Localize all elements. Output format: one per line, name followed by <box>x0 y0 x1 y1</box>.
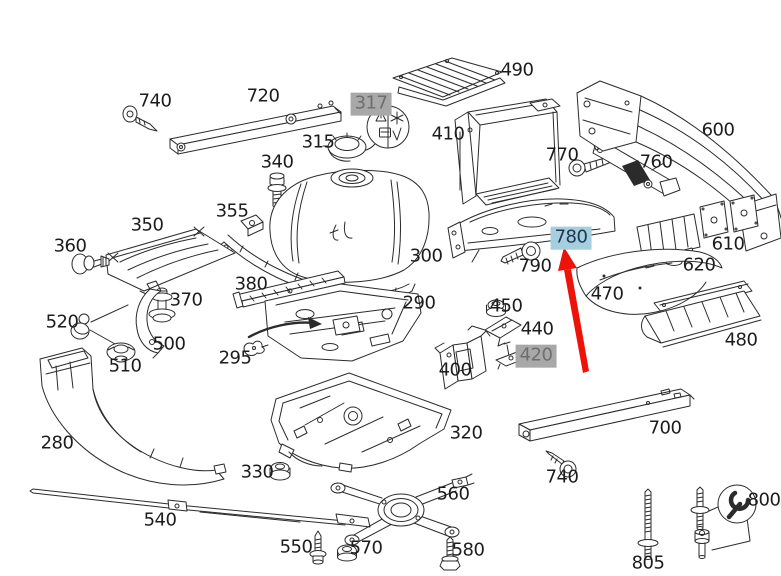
part-label-760[interactable]: 760 <box>639 151 673 173</box>
part-label-317[interactable]: 317 <box>350 92 392 116</box>
part-380-drawing <box>232 270 346 309</box>
part-550-drawing <box>309 530 327 565</box>
part-label-780[interactable]: 780 <box>550 226 592 250</box>
part-450-drawing <box>486 299 506 317</box>
part-290-drawing <box>264 283 422 362</box>
part-295-drawing <box>243 340 269 356</box>
part-label-360[interactable]: 360 <box>53 235 87 257</box>
part-280-drawing <box>39 347 227 486</box>
part-340-drawing <box>267 172 287 210</box>
part-label-720[interactable]: 720 <box>246 85 280 107</box>
part-label-520[interactable]: 520 <box>45 311 79 333</box>
part-570-drawing <box>337 544 357 562</box>
part-label-280[interactable]: 280 <box>40 432 74 454</box>
part-label-500[interactable]: 500 <box>152 333 186 355</box>
part-370-drawing <box>148 287 176 323</box>
part-label-510[interactable]: 510 <box>108 355 142 377</box>
part-label-370[interactable]: 370 <box>169 289 203 311</box>
part-label-300[interactable]: 300 <box>409 245 443 267</box>
part-label-770[interactable]: 770 <box>545 144 579 166</box>
part-label-700[interactable]: 700 <box>648 417 682 439</box>
part-label-420[interactable]: 420 <box>515 344 557 368</box>
part-label-295[interactable]: 295 <box>218 347 252 369</box>
part-label-290[interactable]: 290 <box>402 292 436 314</box>
part-490-drawing <box>392 57 506 107</box>
part-label-340[interactable]: 340 <box>260 151 294 173</box>
part-360-drawing <box>71 253 110 275</box>
part-315-drawing <box>322 132 367 162</box>
part-label-600[interactable]: 600 <box>701 119 735 141</box>
part-label-790[interactable]: 790 <box>518 255 552 277</box>
part-label-470[interactable]: 470 <box>590 283 624 305</box>
part-610-drawing <box>699 194 759 239</box>
part-label-410[interactable]: 410 <box>431 123 465 145</box>
part-label-315[interactable]: 315 <box>301 131 335 153</box>
part-470-drawing <box>576 213 723 315</box>
part-label-740[interactable]: 740 <box>138 90 172 112</box>
part-805-drawing <box>637 488 659 560</box>
part-label-610[interactable]: 610 <box>711 233 745 255</box>
part-320-drawing <box>270 372 452 473</box>
red-pointer-arrow <box>558 247 589 373</box>
part-label-580[interactable]: 580 <box>451 539 485 561</box>
part-label-550[interactable]: 550 <box>279 536 313 558</box>
part-label-330[interactable]: 330 <box>240 461 274 483</box>
part-780-drawing <box>447 198 616 263</box>
part-label-350[interactable]: 350 <box>130 214 164 236</box>
part-740-bottom-drawing <box>545 450 577 478</box>
part-label-800[interactable]: 800 <box>747 489 781 511</box>
part-label-805[interactable]: 805 <box>631 552 665 574</box>
part-700-drawing <box>518 388 695 442</box>
part-label-620[interactable]: 620 <box>682 254 716 276</box>
part-label-320[interactable]: 320 <box>449 422 483 444</box>
part-label-540[interactable]: 540 <box>143 509 177 531</box>
part-label-740[interactable]: 740 <box>545 466 579 488</box>
part-440-drawing <box>467 316 522 347</box>
part-label-560[interactable]: 560 <box>436 483 470 505</box>
part-400-drawing <box>434 330 491 390</box>
part-510-drawing <box>106 342 136 363</box>
part-720-drawing <box>169 100 342 155</box>
part-540-drawing <box>29 488 371 528</box>
part-350-drawing <box>105 226 236 297</box>
part-label-450[interactable]: 450 <box>489 295 523 317</box>
part-410-drawing <box>454 98 561 206</box>
part-330-drawing <box>269 462 291 481</box>
part-label-490[interactable]: 490 <box>500 59 534 81</box>
part-500-drawing <box>135 280 165 359</box>
part-560-drawing <box>330 473 475 546</box>
flow-arrow-icon <box>247 317 322 339</box>
part-label-400[interactable]: 400 <box>438 359 472 381</box>
part-label-440[interactable]: 440 <box>520 318 554 340</box>
part-740-top-drawing <box>122 105 158 132</box>
part-355-drawing <box>240 214 264 237</box>
part-label-380[interactable]: 380 <box>234 273 268 295</box>
part-790-drawing <box>500 241 541 265</box>
part-580-drawing <box>439 536 461 571</box>
wrench-icon <box>717 484 757 524</box>
part-800-drawing <box>690 486 751 559</box>
part-label-355[interactable]: 355 <box>215 200 249 222</box>
part-label-480[interactable]: 480 <box>724 329 758 351</box>
part-label-570[interactable]: 570 <box>349 537 383 559</box>
